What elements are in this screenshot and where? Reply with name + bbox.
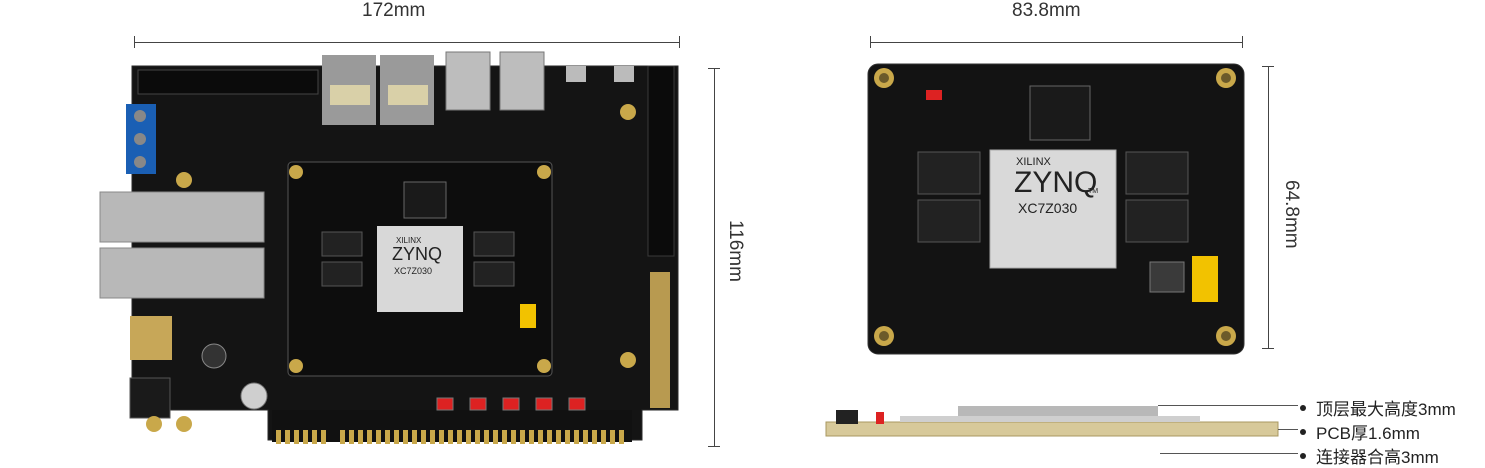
main-height-tick-bottom [708,446,720,447]
main-width-line [134,42,679,43]
core-chip-brand: XILINX [1016,156,1051,168]
main-width-label: 172mm [362,0,426,21]
note-leader-1 [1158,405,1298,406]
main-chip-model: XC7Z030 [394,266,433,276]
note-pcb-thickness-text: PCB厚1.6mm [1316,424,1420,443]
note-connector-height-text: 连接器合高3mm [1316,448,1439,467]
bullet-dot [1300,428,1306,435]
main-height-tick-top [708,68,720,69]
core-chip-tm: TM [1088,188,1099,195]
core-width-label: 83.8mm [1012,0,1081,21]
main-width-tick-right [679,36,680,48]
note-top-height-text: 顶层最大高度3mm [1316,400,1456,419]
main-board [99,51,679,444]
note-connector-height: 连接器合高3mm [1300,443,1439,468]
main-height-line [714,68,715,446]
side-view [825,406,1279,437]
core-height-tick-top [1262,66,1274,67]
note-pcb-thickness: PCB厚1.6mm [1300,419,1420,444]
core-height-tick-bottom [1262,348,1274,349]
bullet-dot [1300,452,1306,459]
note-leader-2 [1278,429,1298,430]
main-width-tick-left [134,36,135,48]
core-height-label: 64.8mm [1281,180,1302,249]
main-height-label: 116mm [725,220,746,282]
main-chip-brand: XILINX [396,236,422,245]
core-board [867,63,1245,355]
main-chip-family: ZYNQ [392,244,443,264]
bullet-dot [1300,404,1306,411]
core-height-line [1268,66,1269,348]
note-top-height: 顶层最大高度3mm [1300,395,1456,420]
core-width-line [870,42,1242,43]
core-width-tick-left [870,36,871,48]
note-leader-3 [1160,453,1298,454]
core-chip-model: XC7Z030 [1018,200,1078,216]
core-chip-family: ZYNQ [1014,166,1098,199]
core-width-tick-right [1242,36,1243,48]
